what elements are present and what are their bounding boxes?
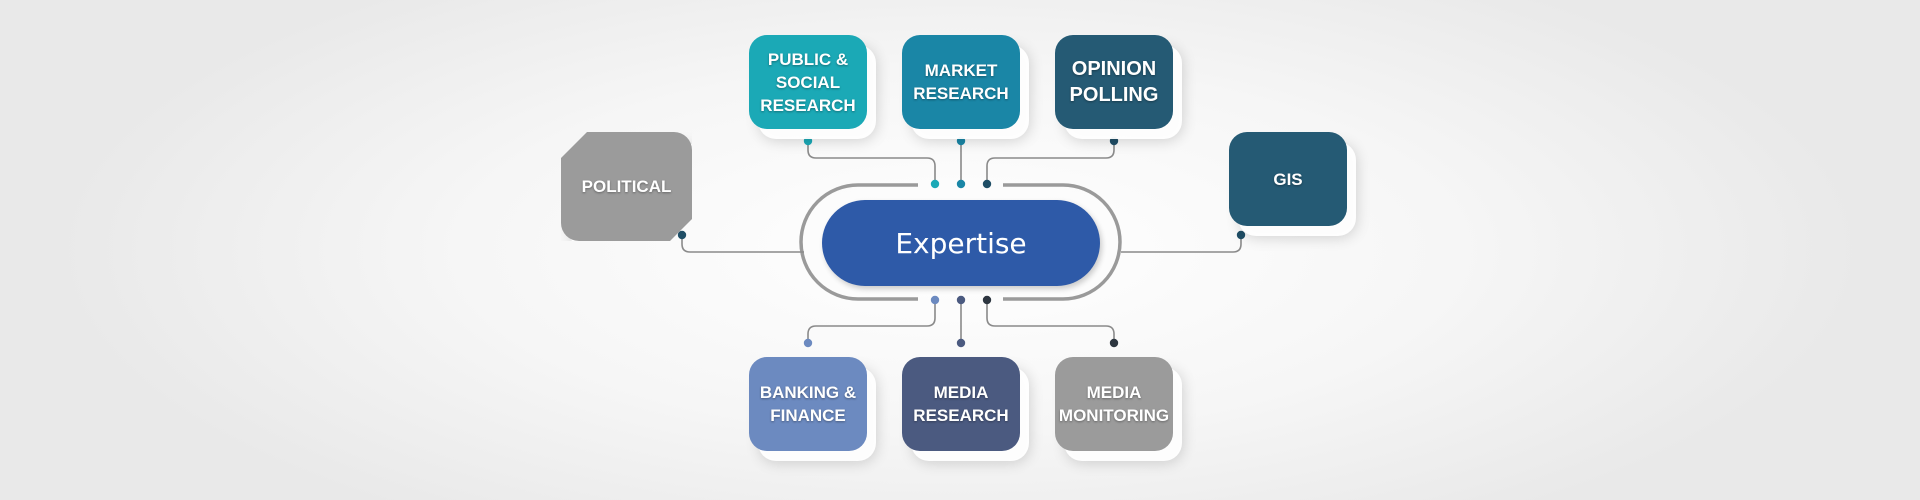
box-public-social-research: PUBLIC & SOCIAL RESEARCH: [749, 35, 867, 129]
connector-banking-finance: [807, 300, 936, 343]
connector-gis: [1121, 235, 1242, 253]
connector-dot-banking-finance-outer: [803, 338, 813, 348]
connector-dot-media-research-outer: [956, 338, 966, 348]
connector-dot-media-research-inner: [956, 295, 966, 305]
box-opinion-polling: OPINION POLLING: [1055, 35, 1173, 129]
connector-dot-political-outer: [677, 230, 687, 240]
box-media-research: MEDIA RESEARCH: [902, 357, 1020, 451]
box-market-research: MARKET RESEARCH: [902, 35, 1020, 129]
connector-media-monitoring: [986, 300, 1115, 343]
connector-dot-market-research-inner: [956, 179, 966, 189]
connector-dot-gis-outer: [1236, 230, 1246, 240]
connector-dot-banking-finance-inner: [930, 295, 940, 305]
center-expertise: Expertise: [822, 200, 1100, 286]
connector-dots: [677, 136, 1246, 348]
connector-dot-media-monitoring-inner: [982, 295, 992, 305]
box-banking-finance: BANKING & FINANCE: [749, 357, 867, 451]
connector-opinion-polling: [986, 141, 1115, 184]
connector-dot-public-social-research-inner: [930, 179, 940, 189]
connector-public-social-research: [807, 141, 936, 184]
box-political: POLITICAL: [561, 132, 692, 241]
box-gis: GIS: [1229, 132, 1347, 226]
box-media-monitoring: MEDIA MONITORING: [1055, 357, 1173, 451]
connector-dot-opinion-polling-inner: [982, 179, 992, 189]
connector-dot-opinion-polling-outer: [1109, 136, 1119, 146]
center-ring: [799, 183, 1122, 301]
connector-dot-media-monitoring-outer: [1109, 338, 1119, 348]
connector-dot-public-social-research-outer: [803, 136, 813, 146]
connector-dot-market-research-outer: [956, 136, 966, 146]
connector-political: [681, 235, 804, 253]
